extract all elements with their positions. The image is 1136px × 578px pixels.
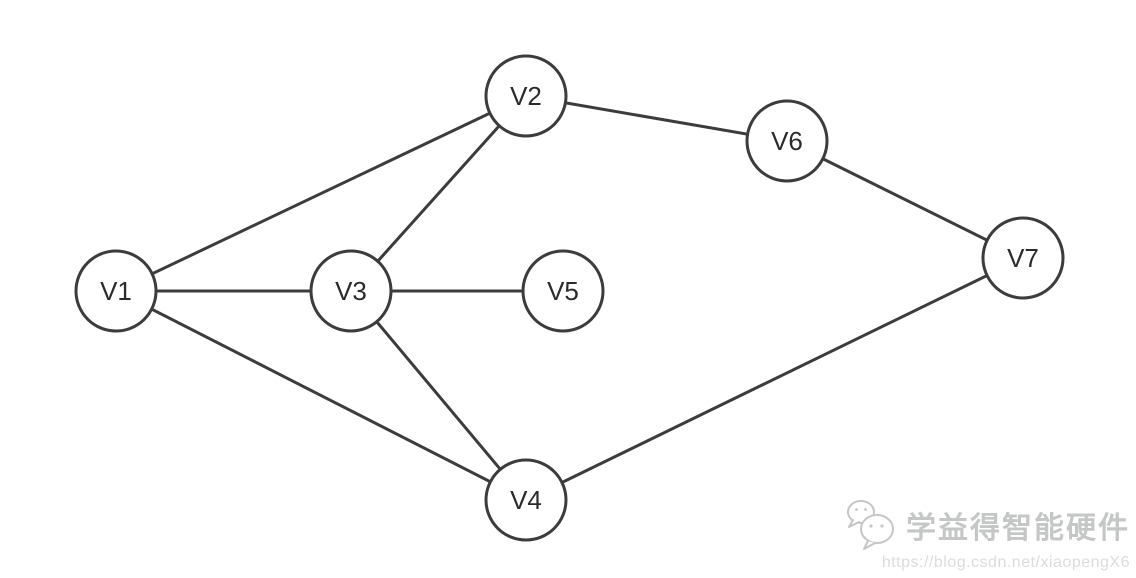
node-label: V6 [771,126,803,156]
edge-V4-V7 [524,256,1025,502]
graph-node-V6: V6 [745,99,829,183]
graph-node-V3: V3 [309,249,393,333]
edge-V1-V2 [114,94,528,293]
watermark-brand-row: 学益得智能硬件 [844,498,1130,552]
graph-node-V4: V4 [484,458,568,542]
graph-node-V1: V1 [74,249,158,333]
node-circle [484,458,568,542]
node-label: V3 [335,276,367,306]
node-circle [484,54,568,138]
wechat-icon [847,500,894,550]
node-circle [309,249,393,333]
node-label: V4 [510,485,542,515]
node-label: V1 [100,276,132,306]
node-label: V5 [547,276,579,306]
node-circle [74,249,158,333]
edge-V2-V3 [349,94,528,293]
watermark-brand-text: 学益得智能硬件 [906,512,1130,545]
graph-node-V5: V5 [521,249,605,333]
edge-V1-V4 [114,289,528,502]
watermark: 学益得智能硬件 https://blog.csdn.net/xiaopengX6 [844,498,1130,572]
node-circle [981,216,1065,300]
graph-node-V2: V2 [484,54,568,138]
node-label: V7 [1007,243,1039,273]
node-circle [521,249,605,333]
edge-V6-V7 [785,139,1025,260]
node-label: V2 [510,81,542,111]
graph-node-V7: V7 [981,216,1065,300]
watermark-url-text: https://blog.csdn.net/xiaopengX6 [881,554,1130,571]
edge-V2-V6 [524,94,789,143]
edge-V3-V4 [349,289,528,502]
node-circle [745,99,829,183]
